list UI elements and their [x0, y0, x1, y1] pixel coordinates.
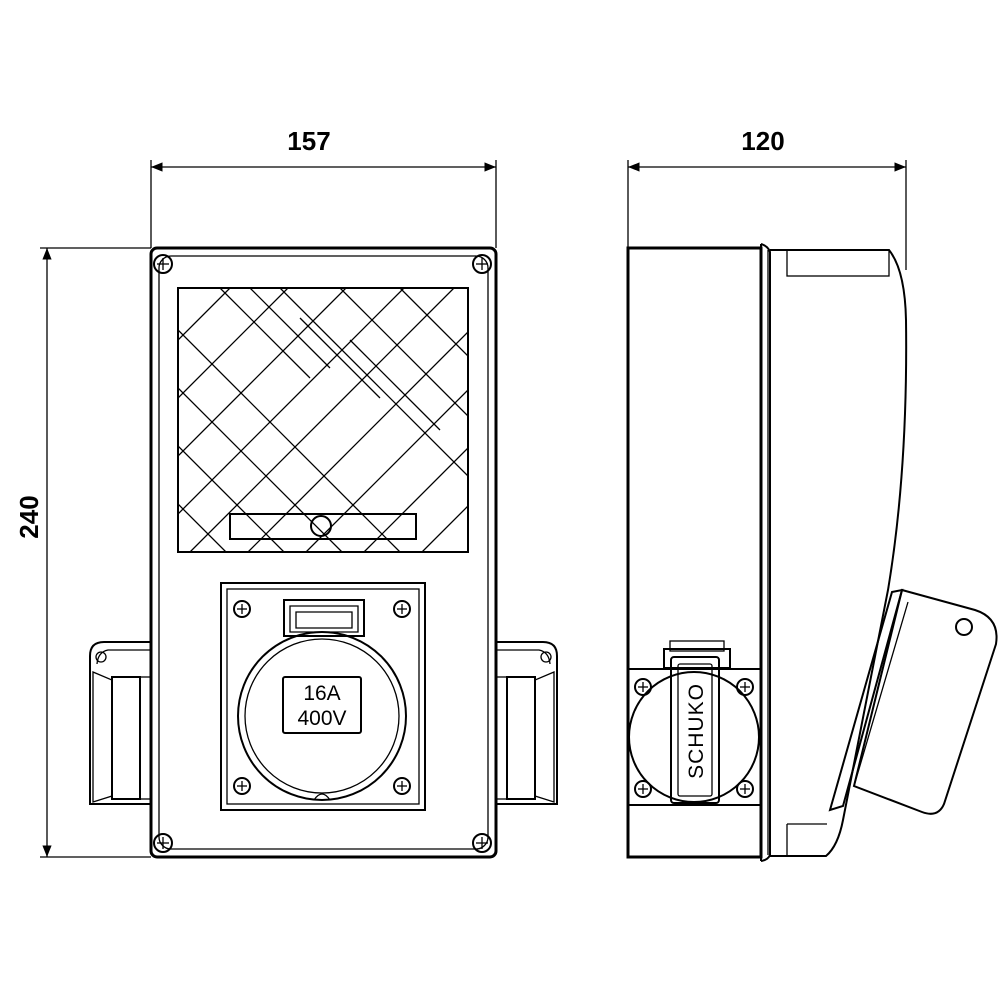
front-view: 16A 400V [89, 246, 558, 859]
inspection-window [177, 287, 469, 553]
corner-screw-icon [472, 833, 492, 853]
glass-hatch [178, 288, 468, 552]
corner-screw-icon [472, 254, 492, 274]
dimension-depth: 120 [627, 126, 907, 270]
schuko-label: SCHUKO [685, 683, 708, 779]
side-socket-screw-icon [736, 780, 754, 798]
dimension-height: 240 [14, 247, 151, 858]
dimension-width: 157 [150, 126, 497, 248]
right-side-socket [496, 641, 558, 805]
dimension-width-label: 157 [287, 126, 330, 156]
plate-screw-icon [233, 600, 251, 618]
dimension-depth-label: 120 [741, 126, 784, 156]
plate-screw-icon [233, 777, 251, 795]
side-view: SCHUKO [626, 243, 998, 862]
side-socket-screw-icon [634, 780, 652, 798]
cee-socket-plate: 16A 400V [220, 582, 426, 811]
left-side-socket [89, 641, 151, 805]
side-schuko-socket: SCHUKO [627, 640, 762, 806]
socket-rating-voltage: 400V [297, 707, 346, 730]
corner-screw-icon [153, 254, 173, 274]
corner-screw-icon [153, 833, 173, 853]
plate-screw-icon [393, 600, 411, 618]
angled-cee-socket [828, 588, 998, 815]
front-enclosure [149, 246, 498, 859]
side-socket-screw-icon [736, 678, 754, 696]
dimension-height-label: 240 [14, 495, 44, 538]
plate-screw-icon [393, 777, 411, 795]
socket-rating-current: 16A [303, 682, 340, 705]
side-socket-screw-icon [634, 678, 652, 696]
